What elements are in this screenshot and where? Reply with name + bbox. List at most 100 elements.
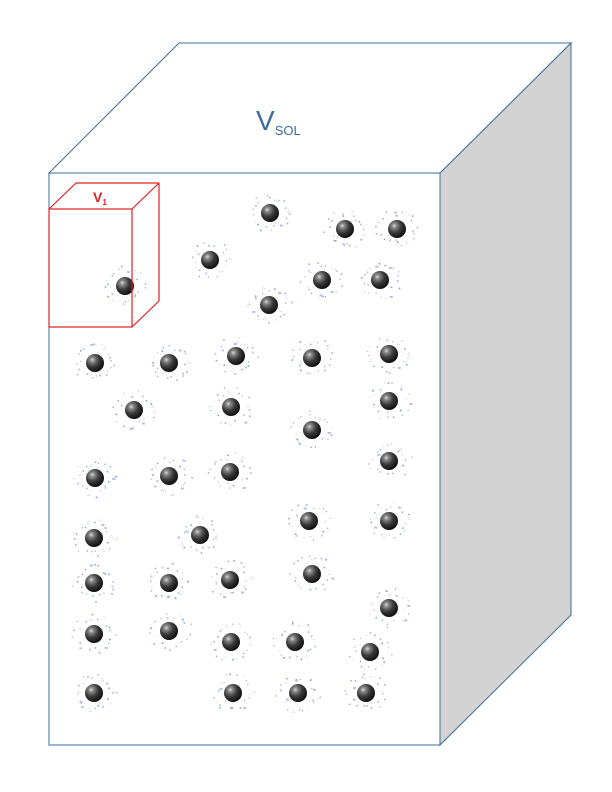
svg-text:˚: ˚ — [103, 592, 106, 599]
svg-text:∴: ∴ — [355, 244, 358, 250]
svg-text:≈: ≈ — [141, 421, 145, 427]
svg-text:˚: ˚ — [92, 377, 95, 384]
particle-halo: °≈˚·°˚°∴ — [252, 194, 291, 233]
particle-halo: ˚°∴·∘≈∴° — [214, 337, 260, 375]
svg-text:∴: ∴ — [377, 219, 380, 225]
svg-text:≈: ≈ — [409, 402, 413, 408]
svg-text:°: ° — [75, 544, 78, 550]
svg-text:∘: ∘ — [249, 466, 252, 472]
svg-text:∘: ∘ — [186, 579, 189, 585]
particle: ˚≈≈∴˚°·° — [299, 262, 343, 299]
svg-text:∘: ∘ — [242, 655, 245, 661]
svg-text:˚: ˚ — [118, 268, 121, 275]
svg-text:∴: ∴ — [287, 209, 290, 215]
particle-sphere — [160, 622, 178, 640]
particle-sphere — [85, 529, 103, 547]
svg-text:˚: ˚ — [226, 482, 229, 489]
svg-text:˚: ˚ — [395, 239, 398, 246]
svg-text:∘: ∘ — [294, 579, 297, 585]
svg-text:·: · — [215, 411, 217, 417]
svg-text:°: ° — [317, 262, 320, 268]
particle-halo: ∴∘·≈°∴·° — [210, 623, 252, 661]
particle: ∘˚∘°∘≈∘∘ — [72, 563, 115, 603]
svg-text:˚: ˚ — [403, 620, 406, 627]
particle-halo: ˚···≈·∴˚ — [368, 443, 413, 482]
svg-text:∘: ∘ — [210, 519, 213, 525]
svg-text:°: ° — [77, 482, 80, 488]
svg-text:≈: ≈ — [101, 523, 105, 529]
svg-text:∘: ∘ — [166, 376, 169, 382]
svg-text:°: ° — [217, 636, 220, 642]
svg-text:·: · — [331, 426, 333, 432]
particle-halo: °·∘··∘·˚ — [149, 613, 192, 651]
svg-text:∘: ∘ — [396, 278, 399, 284]
particle: ∴≈≈˚∘·°∴ — [112, 390, 156, 432]
svg-text:≈: ≈ — [112, 476, 116, 482]
particle-sphere — [380, 392, 398, 410]
particles-layer: °≈˚·°˚°∴˚∴≈∴°°˚°∘∴˚∘∴≈·°˚·∘·∘˚∘∴˚≈≈∴˚°·°… — [71, 194, 419, 715]
svg-text:≈: ≈ — [389, 295, 393, 301]
svg-text:∘: ∘ — [122, 302, 125, 308]
particle-halo: ∴≈≈˚∘·°∴ — [211, 559, 253, 600]
svg-text:∴: ∴ — [399, 447, 402, 453]
svg-text:·: · — [319, 507, 321, 513]
particle-sphere — [303, 421, 321, 439]
svg-text:˚: ˚ — [401, 414, 404, 421]
svg-text:≈: ≈ — [397, 365, 401, 371]
svg-text:≈: ≈ — [279, 223, 283, 229]
particle: ∴≈∘∴·∴∴∴ — [366, 338, 410, 376]
particle-halo: ∘≈˚˚°∴∴∘ — [207, 452, 252, 492]
svg-text:≈: ≈ — [252, 309, 256, 315]
particle-sphere — [224, 684, 242, 702]
svg-text:·: · — [313, 637, 315, 643]
svg-text:∘: ∘ — [102, 571, 105, 577]
svg-text:∴: ∴ — [244, 579, 247, 585]
particle-sphere — [380, 345, 398, 363]
svg-text:˚: ˚ — [116, 414, 119, 421]
svg-text:≈: ≈ — [303, 506, 307, 512]
particle: ∘≈˚˚°≈≈˚ — [360, 262, 401, 301]
svg-text:˚: ˚ — [214, 477, 217, 484]
total-volume-label: VSOL — [256, 105, 301, 138]
particle: ∘≈˚˚°∴∴∘ — [207, 452, 252, 492]
svg-text:˚: ˚ — [375, 292, 378, 299]
svg-text:·: · — [243, 674, 245, 680]
svg-text:∘: ∘ — [205, 271, 208, 277]
svg-text:≈: ≈ — [129, 426, 133, 432]
particle: ˚˚°≈≈˚∘· — [344, 673, 386, 713]
svg-text:≈: ≈ — [388, 266, 392, 272]
svg-text:°: ° — [324, 370, 327, 376]
svg-text:∴: ∴ — [153, 409, 156, 415]
svg-text:°: ° — [249, 637, 252, 643]
svg-text:∘: ∘ — [254, 296, 257, 302]
svg-text:˚: ˚ — [110, 359, 113, 366]
svg-text:∘: ∘ — [319, 695, 322, 701]
svg-text:≈: ≈ — [397, 505, 401, 511]
particle-sphere — [361, 643, 379, 661]
svg-text:∘: ∘ — [166, 616, 169, 622]
svg-text:°: ° — [224, 422, 227, 428]
particle-halo: ∴≈≈˚∘·°∴ — [112, 390, 156, 432]
svg-text:∘: ∘ — [161, 565, 164, 571]
svg-text:∘: ∘ — [380, 233, 383, 239]
particle-halo: ·≈≈·≈˚·∴ — [213, 673, 256, 711]
particle: ·˚˚··≈°≈ — [369, 588, 411, 630]
svg-text:∴: ∴ — [225, 457, 228, 463]
svg-text:°: ° — [331, 220, 334, 226]
svg-text:∘: ∘ — [111, 291, 114, 297]
svg-text:∘: ∘ — [191, 476, 194, 482]
particle-halo: ˚∴≈∴°°˚° — [323, 210, 365, 250]
svg-text:∴: ∴ — [231, 367, 234, 373]
svg-text:∘: ∘ — [279, 314, 282, 320]
svg-text:°: ° — [363, 705, 366, 711]
svg-text:˚: ˚ — [387, 411, 390, 418]
particle-sphere — [222, 398, 240, 416]
svg-text:°: ° — [340, 273, 343, 279]
particle: °≈˚·°˚°∴ — [252, 194, 291, 233]
svg-text:≈: ≈ — [90, 342, 94, 348]
particle-halo: °∘∴≈∘°∴∘ — [77, 674, 118, 715]
svg-text:∘: ∘ — [109, 628, 112, 634]
svg-text:˚: ˚ — [307, 372, 310, 379]
svg-text:∴: ∴ — [328, 571, 331, 577]
particle-sphere — [260, 296, 278, 314]
